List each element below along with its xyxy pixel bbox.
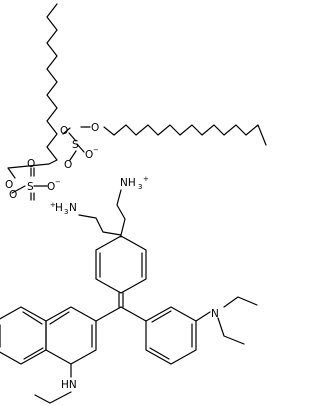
charge-minus-right: − [93, 146, 99, 154]
atom-o-left-bottom: O [9, 189, 17, 201]
charge-minus-left: − [55, 178, 61, 186]
aminoethyl-arm-left [78, 214, 122, 236]
sulfate-group-right [62, 126, 91, 161]
atom-s-right: S [72, 139, 79, 151]
sulfate-group-left [11, 167, 48, 201]
atom-o-left-top: O [27, 158, 35, 170]
atom-nh: HN [61, 379, 77, 391]
atom-s-left: S [27, 181, 34, 193]
ammonium-left-h: H [55, 202, 63, 214]
atom-n-diethylamino: N [211, 308, 219, 320]
naphthalene-ring [0, 306, 97, 365]
atom-o-right-anion: O [85, 149, 93, 161]
quinoid-ring [95, 235, 147, 294]
dodecyl-chain-left [7, 3, 58, 179]
ammonium-left-charge: + [50, 201, 56, 209]
diethylaminophenyl-ring [145, 306, 211, 365]
atom-o-right-bottom: O [64, 159, 72, 171]
aminoethyl-arm-right [116, 189, 126, 236]
chemical-structure: O S O O O − O S O O O − NH 3 + + H 3 N N… [0, 3, 267, 404]
atom-o-left-anion: O [47, 181, 55, 193]
ammonium-right-nh: NH [120, 177, 136, 189]
atom-o-chain-right: O [91, 122, 99, 134]
atom-o-chain-left: O [5, 179, 13, 191]
atom-o-right-top: O [60, 125, 68, 137]
ammonium-right-subscript: 3 [138, 183, 142, 191]
dodecyl-chain-right [103, 124, 267, 146]
ethyl-lower [217, 317, 245, 345]
ammonium-right-charge: + [143, 175, 149, 183]
ammonium-left-subscript: 3 [64, 208, 68, 216]
ethyl-upper [223, 296, 258, 308]
ammonium-left-n: N [69, 202, 77, 214]
ethyl-on-nh [34, 391, 72, 404]
